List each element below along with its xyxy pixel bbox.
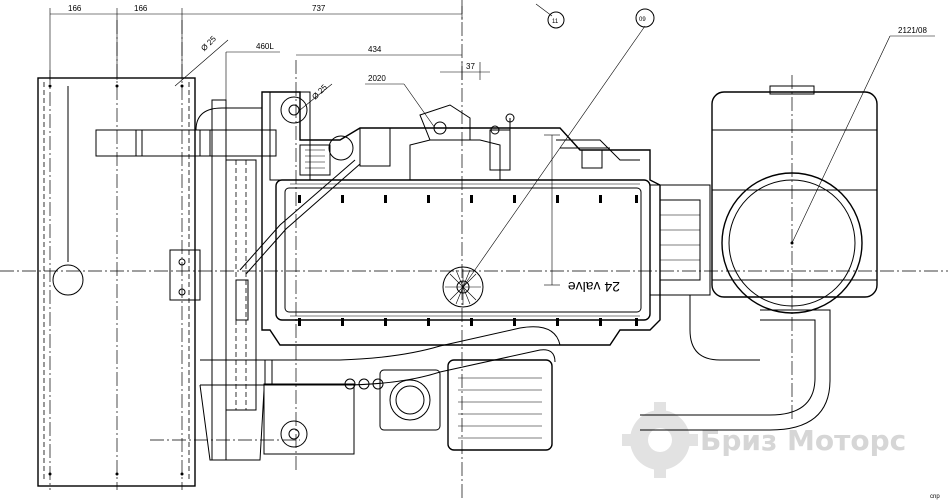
- head-bolts-bottom: [298, 318, 638, 326]
- dipstick-tube: [239, 159, 361, 275]
- dim-737: 737: [312, 4, 326, 13]
- dim-2020: 2020: [368, 74, 386, 83]
- exhaust-section: [263, 359, 553, 455]
- callout-09-circle: [635, 8, 655, 28]
- lower-pipe: [199, 326, 561, 461]
- upper-hose: [95, 107, 277, 157]
- dimension-labels: 166 166 737 434 37 460L 2020 Ø 25 Ø 25: [68, 4, 475, 101]
- watermark: Бриз Моторс: [622, 402, 906, 478]
- oil-filler-cap: [442, 266, 484, 308]
- corner-mark: cnp: [930, 494, 940, 500]
- gear-logo-icon: [622, 402, 698, 478]
- callout-09: 09: [639, 17, 646, 23]
- head-bolts-top: [298, 195, 638, 203]
- radiator: [37, 77, 196, 487]
- dim-dia-25-b: Ø 25: [310, 82, 329, 101]
- dimension-lines: [49, 6, 560, 286]
- fan-assembly: [169, 99, 257, 461]
- dim-dia-25-a: Ø 25: [199, 34, 218, 53]
- callout-2121-08: 2121/08: [898, 26, 927, 35]
- dim-460l: 460L: [256, 42, 274, 51]
- dim-166-b: 166: [134, 4, 148, 13]
- engraving-24-valve: 24 valve: [568, 279, 620, 295]
- callout-11: 11: [552, 19, 559, 25]
- dim-434: 434: [368, 45, 382, 54]
- dim-37: 37: [466, 62, 475, 71]
- callout-11-circle: [547, 11, 565, 29]
- rear-housing: [640, 85, 878, 431]
- watermark-text: Бриз Моторс: [700, 424, 906, 457]
- callouts: 11 09 2121/08: [462, 3, 935, 288]
- dim-166-a: 166: [68, 4, 82, 13]
- top-components: [269, 91, 640, 181]
